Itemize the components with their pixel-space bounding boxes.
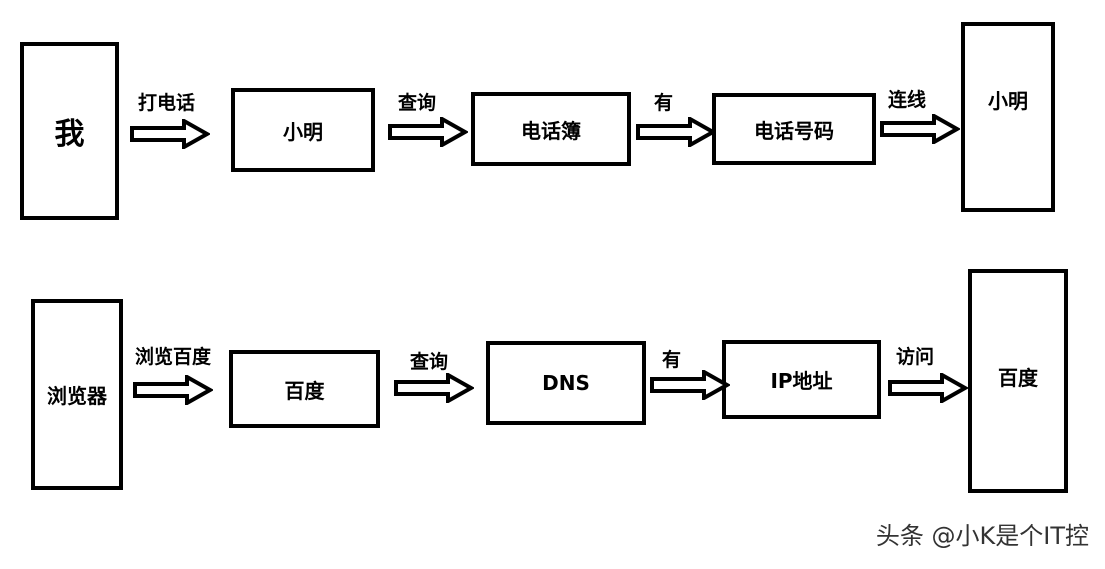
- edge-label-connect: 连线: [888, 89, 927, 111]
- node-label: 百度: [284, 378, 325, 403]
- arrow-right-icon: [650, 370, 730, 400]
- edge-label-visit: 访问: [896, 346, 935, 368]
- node-phonebook: 电话簿: [471, 92, 631, 166]
- node-baidu: 百度: [229, 350, 380, 428]
- node-me: 我: [20, 42, 119, 220]
- node-label: IP地址: [770, 369, 833, 393]
- node-xiaoming: 小明: [231, 88, 375, 172]
- watermark-text: 头条 @小K是个IT控: [875, 522, 1089, 550]
- arrow-right-icon: [394, 373, 474, 403]
- arrow-right-icon: [133, 375, 213, 405]
- node-baidu-end: 百度: [968, 269, 1068, 493]
- node-xiaoming-end: 小明: [961, 22, 1055, 212]
- arrow-right-icon: [636, 117, 716, 147]
- node-label: 小明: [283, 119, 323, 144]
- node-label: 百度: [998, 365, 1038, 390]
- node-label: 小明: [988, 88, 1028, 113]
- node-label: 浏览器: [47, 384, 107, 408]
- edge-label-has: 有: [662, 349, 682, 371]
- edge-label-has: 有: [654, 92, 674, 114]
- node-ip-address: IP地址: [722, 340, 881, 419]
- edge-label-browse-baidu: 浏览百度: [135, 346, 212, 368]
- node-dns: DNS: [486, 341, 646, 425]
- arrow-right-icon: [888, 373, 968, 403]
- arrow-right-icon: [130, 119, 210, 149]
- arrow-right-icon: [388, 117, 468, 147]
- edge-label-query: 查询: [410, 351, 449, 373]
- node-label: 我: [54, 117, 85, 152]
- edge-label-query: 查询: [398, 92, 437, 114]
- node-label: 电话号码: [754, 118, 834, 143]
- node-browser: 浏览器: [31, 299, 123, 490]
- node-label: DNS: [542, 371, 590, 395]
- node-label: 电话簿: [521, 118, 581, 143]
- arrow-right-icon: [880, 114, 960, 144]
- node-phone-number: 电话号码: [712, 93, 876, 165]
- edge-label-call: 打电话: [138, 92, 196, 114]
